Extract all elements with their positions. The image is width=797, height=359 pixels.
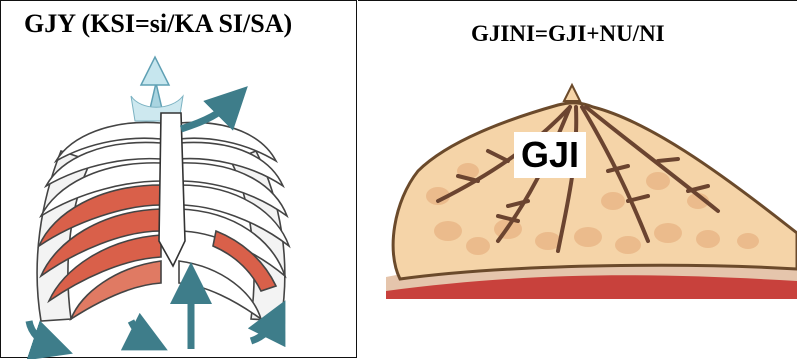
- ribcage-panel: GJY (KSI=si/KA SI/SA): [0, 0, 357, 358]
- ribcage-illustration: [1, 1, 358, 359]
- breast-panel: GJINI=GJI+NU/NI GJI: [358, 0, 797, 358]
- sternum: [159, 113, 185, 266]
- gland-label: GJI: [514, 132, 586, 178]
- up-arrow-icon: [141, 57, 169, 113]
- breast-illustration: [358, 1, 797, 359]
- nipple: [564, 85, 580, 101]
